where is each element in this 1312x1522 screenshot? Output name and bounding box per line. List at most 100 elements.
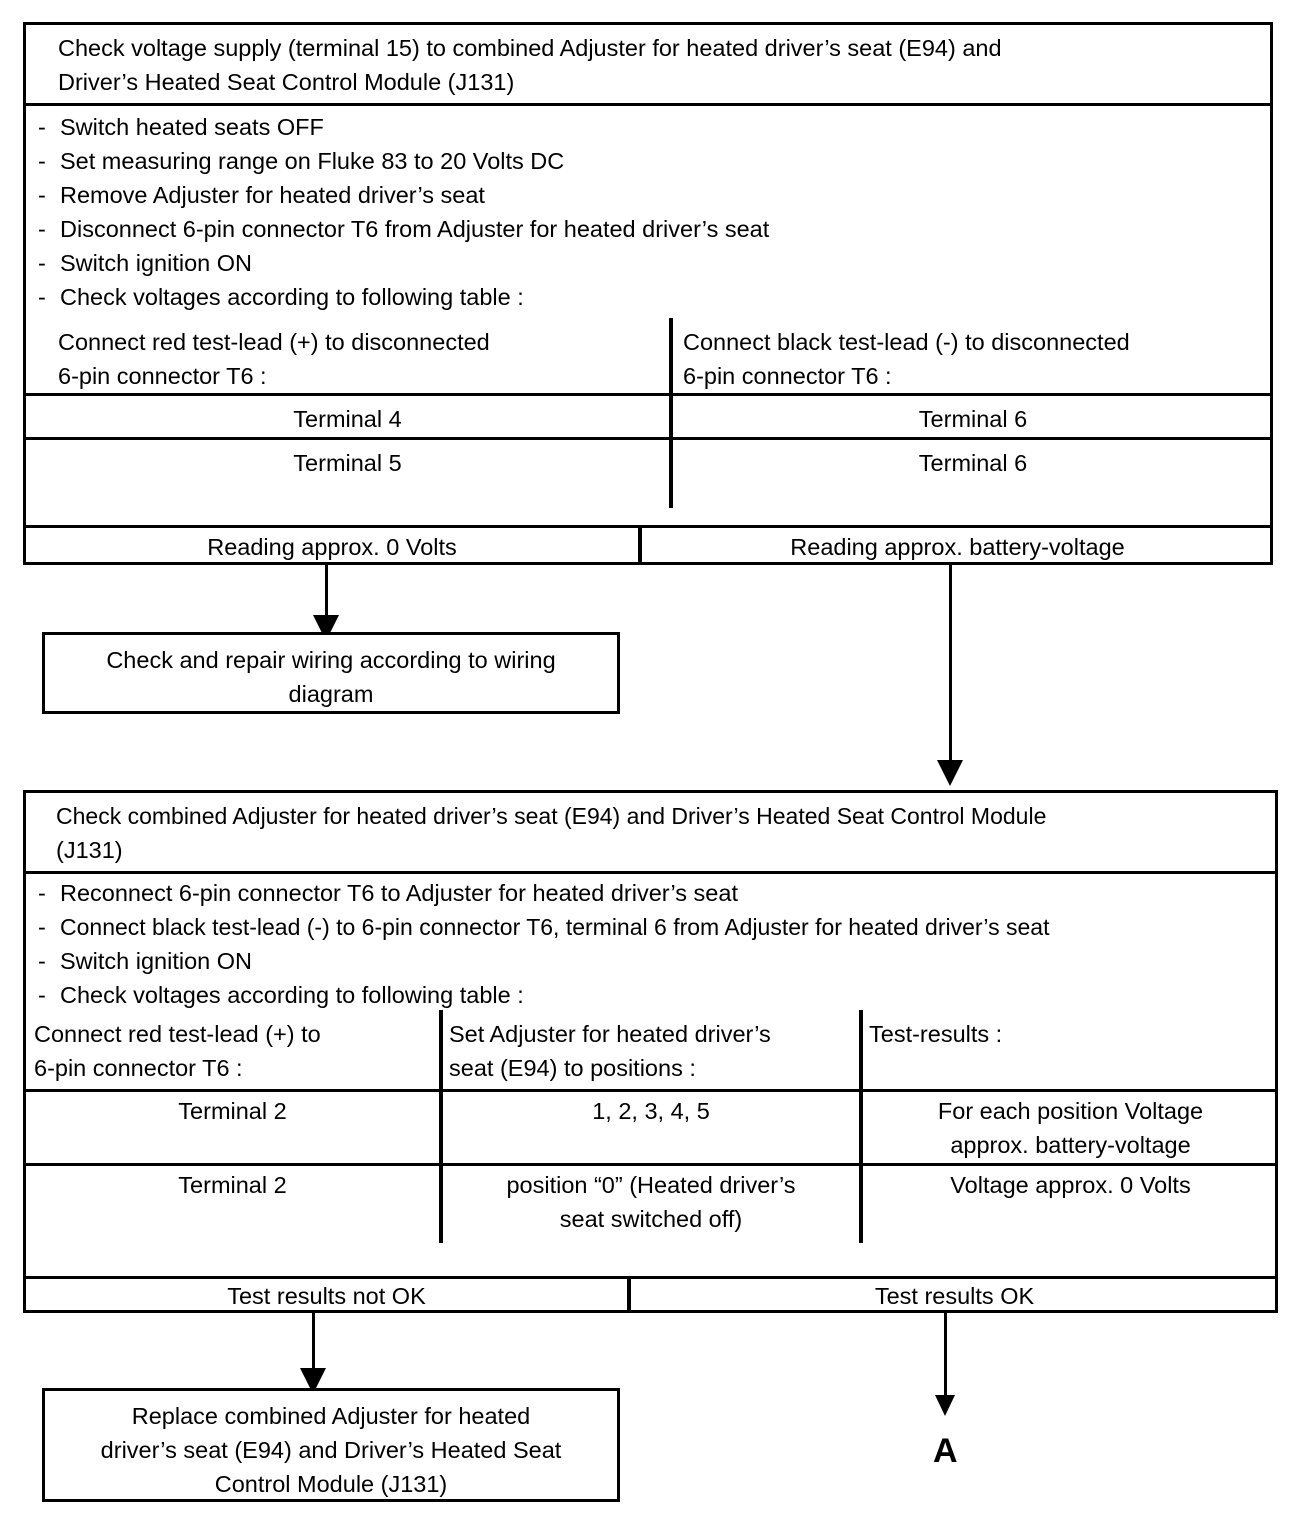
bullet-marker: - xyxy=(38,948,46,974)
result-right-text: Reading approx. battery-voltage xyxy=(790,533,1125,560)
list-item: - Connect black test-lead (-) to 6-pin c… xyxy=(38,910,1278,944)
block1-title-line2: Driver’s Heated Seat Control Module (J13… xyxy=(58,69,515,95)
block2-results-top-rule xyxy=(26,1276,1278,1279)
block1-results-divider xyxy=(638,528,642,565)
cell-text: Terminal 6 xyxy=(918,405,1028,432)
block2-table-header-col1: Connect red test-lead (+) to 6-pin conne… xyxy=(34,1017,444,1085)
header-right-line1: Connect black test-lead (-) to disconnec… xyxy=(683,329,1130,355)
block2-row1-result: For each position Voltage approx. batter… xyxy=(863,1094,1278,1162)
box-replace-line3: Control Module (J131) xyxy=(214,1471,448,1497)
block1-table-rule-2 xyxy=(26,437,1273,440)
block1-results-top-rule xyxy=(26,525,1273,528)
block2-title-divider xyxy=(26,871,1278,874)
result-ok-text: Test results OK xyxy=(874,1283,1035,1309)
list-item: - Remove Adjuster for heated driver’s se… xyxy=(38,178,1273,212)
block2-steps: - Reconnect 6-pin connector T6 to Adjust… xyxy=(34,876,1278,1012)
block2-row1-terminal: Terminal 2 xyxy=(26,1094,439,1162)
bullet-marker: - xyxy=(38,880,46,906)
cell-text-line2: approx. battery-voltage xyxy=(950,1132,1191,1158)
block-check-voltage-supply: Check voltage supply (terminal 15) to co… xyxy=(23,22,1273,565)
cell-text-line1: position “0” (Heated driver’s xyxy=(506,1172,796,1198)
list-item-label: Switch ignition ON xyxy=(60,250,252,276)
block1-table-header-right: Connect black test-lead (-) to disconnec… xyxy=(683,325,1263,393)
table-row-2-cell-right: Terminal 6 xyxy=(673,440,1273,485)
box-replace-line2: driver’s seat (E94) and Driver’s Heated … xyxy=(100,1437,562,1463)
box-repair-line2: diagram xyxy=(288,681,374,707)
header-left-line2: 6-pin connector T6 : xyxy=(58,363,267,389)
bullet-marker: - xyxy=(38,982,46,1008)
cell-text: Terminal 5 xyxy=(293,449,402,476)
bullet-marker: - xyxy=(38,148,46,174)
block2-title: Check combined Adjuster for heated drive… xyxy=(26,793,1278,871)
box-replace-line1: Replace combined Adjuster for heated xyxy=(131,1403,531,1429)
table-row-1-cell-left: Terminal 4 xyxy=(26,396,669,441)
list-item-label: Set measuring range on Fluke 83 to 20 Vo… xyxy=(60,148,565,174)
block2-row2-position: position “0” (Heated driver’s seat switc… xyxy=(443,1168,859,1240)
list-item: - Check voltages according to following … xyxy=(38,978,1278,1012)
list-item-label: Switch heated seats OFF xyxy=(60,114,324,140)
arrow-to-connector-a-head xyxy=(935,1395,955,1416)
block2-row1-position: 1, 2, 3, 4, 5 xyxy=(443,1094,859,1162)
block1-title-line1: Check voltage supply (terminal 15) to co… xyxy=(58,35,1002,61)
block-check-combined-adjuster: Check combined Adjuster for heated drive… xyxy=(23,790,1278,1313)
header-col1-line1: Connect red test-lead (+) to xyxy=(34,1021,321,1047)
block2-results-divider xyxy=(627,1279,631,1313)
list-item-label: Remove Adjuster for heated driver’s seat xyxy=(60,182,485,208)
cell-text: Terminal 2 xyxy=(178,1098,287,1124)
block1-steps: - Switch heated seats OFF - Set measurin… xyxy=(34,110,1273,314)
cell-text: Terminal 4 xyxy=(293,405,402,432)
header-col3-line1: Test-results : xyxy=(869,1021,1003,1047)
list-item-label: Disconnect 6-pin connector T6 from Adjus… xyxy=(60,216,770,242)
box-replace-adjuster: Replace combined Adjuster for heated dri… xyxy=(42,1388,620,1502)
block1-table-rule-1 xyxy=(26,393,1273,396)
header-right-line2: 6-pin connector T6 : xyxy=(683,363,892,389)
list-item: - Set measuring range on Fluke 83 to 20 … xyxy=(38,144,1273,178)
cell-text-line1: Voltage approx. 0 Volts xyxy=(950,1172,1191,1198)
result-right: Reading approx. battery-voltage xyxy=(642,528,1273,565)
arrow-to-repair-box-line xyxy=(325,565,328,623)
list-item-label: Check voltages according to following ta… xyxy=(60,982,524,1008)
block1-table-header-left: Connect red test-lead (+) to disconnecte… xyxy=(58,325,638,393)
list-item-label: Switch ignition ON xyxy=(60,948,252,974)
block2-title-line1: Check combined Adjuster for heated drive… xyxy=(56,803,1047,829)
block2-table-header-col3: Test-results : xyxy=(869,1017,1269,1051)
arrow-to-connector-a-line xyxy=(944,1313,947,1405)
cell-text: Terminal 2 xyxy=(178,1172,287,1198)
list-item: - Switch heated seats OFF xyxy=(38,110,1273,144)
box-check-and-repair-wiring: Check and repair wiring according to wir… xyxy=(42,632,620,714)
bullet-marker: - xyxy=(38,284,46,310)
arrow-to-block2-head xyxy=(937,760,963,786)
cell-text-line1: For each position Voltage xyxy=(937,1098,1204,1124)
list-item: - Reconnect 6-pin connector T6 to Adjust… xyxy=(38,876,1278,910)
block1-table-column-divider xyxy=(669,318,673,508)
result-not-ok-text: Test results not OK xyxy=(227,1283,426,1309)
list-item-label: Reconnect 6-pin connector T6 to Adjuster… xyxy=(60,880,738,906)
table-row-1-cell-right: Terminal 6 xyxy=(673,396,1273,441)
arrow-to-block2-line xyxy=(949,565,952,765)
block1-title: Check voltage supply (terminal 15) to co… xyxy=(26,25,1273,103)
block1-title-divider xyxy=(26,103,1273,106)
block2-table-divider-2 xyxy=(859,1010,863,1243)
header-col1-line2: 6-pin connector T6 : xyxy=(34,1055,243,1081)
list-item: - Switch ignition ON xyxy=(38,246,1273,280)
result-left: Reading approx. 0 Volts xyxy=(26,528,638,565)
list-item: - Check voltages according to following … xyxy=(38,280,1273,314)
connector-label-a: A xyxy=(933,1432,958,1470)
block2-table-rule-2 xyxy=(26,1163,1278,1166)
bullet-marker: - xyxy=(38,182,46,208)
bullet-marker: - xyxy=(38,216,46,242)
block2-row2-result: Voltage approx. 0 Volts xyxy=(863,1168,1278,1240)
table-row-2-cell-left: Terminal 5 xyxy=(26,440,669,485)
list-item-label: Check voltages according to following ta… xyxy=(60,284,524,310)
bullet-marker: - xyxy=(38,914,46,940)
block2-row2-terminal: Terminal 2 xyxy=(26,1168,439,1240)
cell-text: Terminal 6 xyxy=(918,449,1028,476)
block2-table-rule-1 xyxy=(26,1089,1278,1092)
block2-table-header-col2: Set Adjuster for heated driver’s seat (E… xyxy=(449,1017,864,1085)
result-ok: Test results OK xyxy=(631,1279,1278,1313)
block2-table-divider-1 xyxy=(439,1010,443,1243)
bullet-marker: - xyxy=(38,114,46,140)
header-col2-line2: seat (E94) to positions : xyxy=(449,1055,696,1081)
box-repair-line1: Check and repair wiring according to wir… xyxy=(106,647,556,673)
